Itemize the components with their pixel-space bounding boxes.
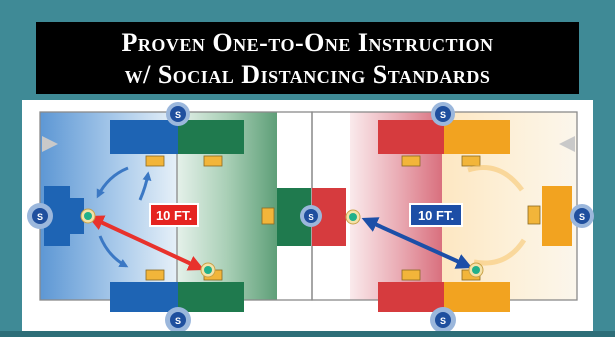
entry-arrow-right <box>559 136 575 152</box>
desk-orange-top <box>444 120 510 154</box>
svg-text:S: S <box>579 212 585 222</box>
bottom-edge <box>0 331 615 337</box>
distance-label-red-text: 10 FT. <box>156 208 192 223</box>
chair-center <box>261 207 275 225</box>
desk-red-bottom <box>378 282 444 312</box>
desk-blue-bottom <box>110 282 178 312</box>
distance-label-blue <box>409 203 463 227</box>
desk-red-top <box>378 120 444 154</box>
distance-arrow-red <box>87 215 205 271</box>
desk-green-top <box>178 120 244 154</box>
svg-text:S: S <box>440 110 446 120</box>
instructor-marker-top-left: S <box>166 102 190 126</box>
distance-label-red <box>149 203 199 227</box>
instructor-markers: S S S S S <box>27 102 594 333</box>
title-text-line-2: w/ Social Distancing Standards <box>124 60 491 89</box>
rotation-arrows-orange <box>467 165 527 266</box>
desk-orange-bottom <box>444 282 510 312</box>
svg-text:S: S <box>37 212 43 222</box>
entry-arrow-left <box>42 136 58 152</box>
svg-text:S: S <box>308 213 314 222</box>
instructor-marker-bottom-right: S <box>430 307 456 333</box>
instructor-marker-top-right: S <box>431 102 455 126</box>
svg-text:S: S <box>175 110 181 120</box>
instructor-marker-bottom-left: S <box>165 307 191 333</box>
instructor-marker-right: S <box>570 204 594 228</box>
title-text-line-1: Proven One-to-One Instruction <box>121 28 494 57</box>
desk-orange-right <box>542 186 572 246</box>
instructor-marker-left: S <box>27 203 53 229</box>
desk-blue-top <box>110 120 178 154</box>
instructor-marker-center: S <box>300 205 322 227</box>
desk-green-bottom <box>178 282 244 312</box>
svg-text:S: S <box>440 316 446 326</box>
svg-text:S: S <box>175 316 181 326</box>
distance-arrow-blue <box>361 217 473 269</box>
distance-label-blue-text: 10 FT. <box>418 208 454 223</box>
desk-blue-left-inner <box>70 198 84 234</box>
title-banner-overlay: Proven One-to-One Instruction w/ Social … <box>36 22 579 94</box>
student-markers <box>80 208 484 278</box>
